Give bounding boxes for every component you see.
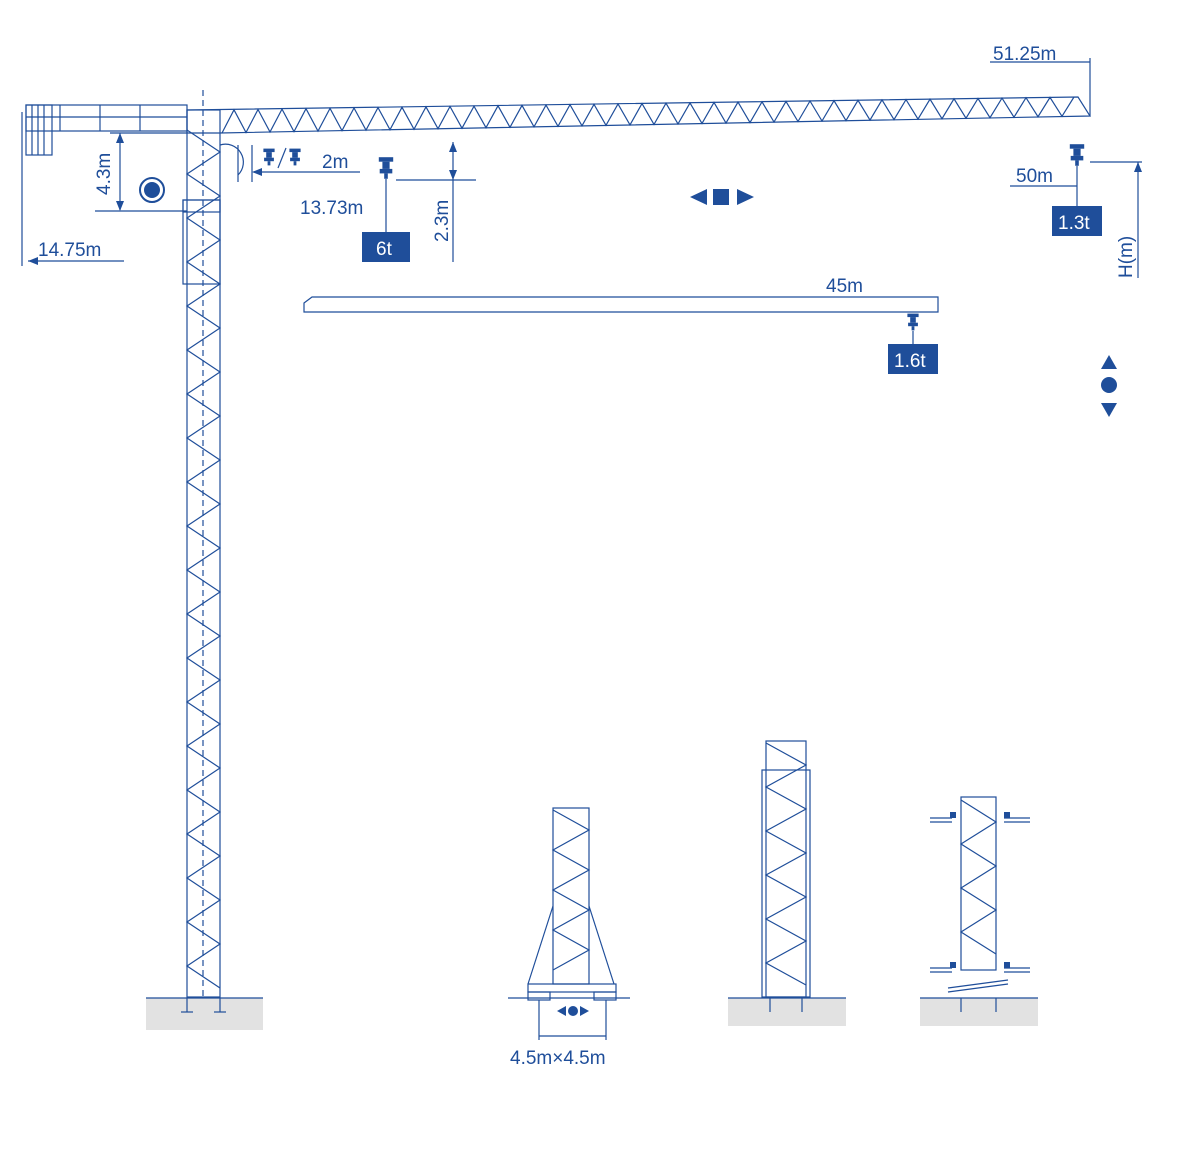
max-load-radius-label: 13.73m [300, 198, 363, 219]
height-axis-label: H(m) [1116, 236, 1137, 278]
dimension-counter-jib: 14.75m [28, 240, 124, 265]
trolley-icon [219, 143, 360, 182]
slew-icon [139, 177, 165, 203]
base-travelling: 4.5m×4.5m [508, 807, 630, 1069]
main-ground [146, 997, 263, 1030]
jib-length-label: 51.25m [993, 44, 1056, 65]
dimension-counterweight-height: 4.3m [94, 132, 187, 212]
counterweight [25, 104, 53, 156]
travel-icon [690, 189, 754, 205]
counter-jib-label: 14.75m [38, 240, 101, 261]
tip-load-value: 1.3t [1058, 213, 1090, 234]
base-fixed [728, 740, 846, 1026]
dimension-hook-height: 2.3m [396, 142, 476, 262]
secondary-jib-label: 45m [826, 276, 863, 297]
hoist-icon [1101, 355, 1117, 417]
min-radius-label: 2m [322, 152, 348, 173]
max-load-hook: 6t [362, 157, 410, 262]
tip-radius-label: 50m [1016, 166, 1053, 187]
tip-load-hook: 1.3t [1010, 144, 1142, 236]
main-tower [182, 90, 222, 1012]
counter-jib [21, 104, 188, 266]
secondary-tip-load-value: 1.6t [894, 351, 926, 372]
max-load-value: 6t [376, 239, 393, 260]
base-size-label: 4.5m×4.5m [510, 1048, 606, 1069]
jib [186, 58, 1092, 134]
base-climbing [920, 796, 1038, 1026]
secondary-jib: 1.6t [303, 296, 939, 374]
hook-height-label: 2.3m [432, 200, 453, 242]
counterweight-height-label: 4.3m [94, 153, 115, 195]
dimension-height-axis: H(m) [1116, 162, 1142, 278]
